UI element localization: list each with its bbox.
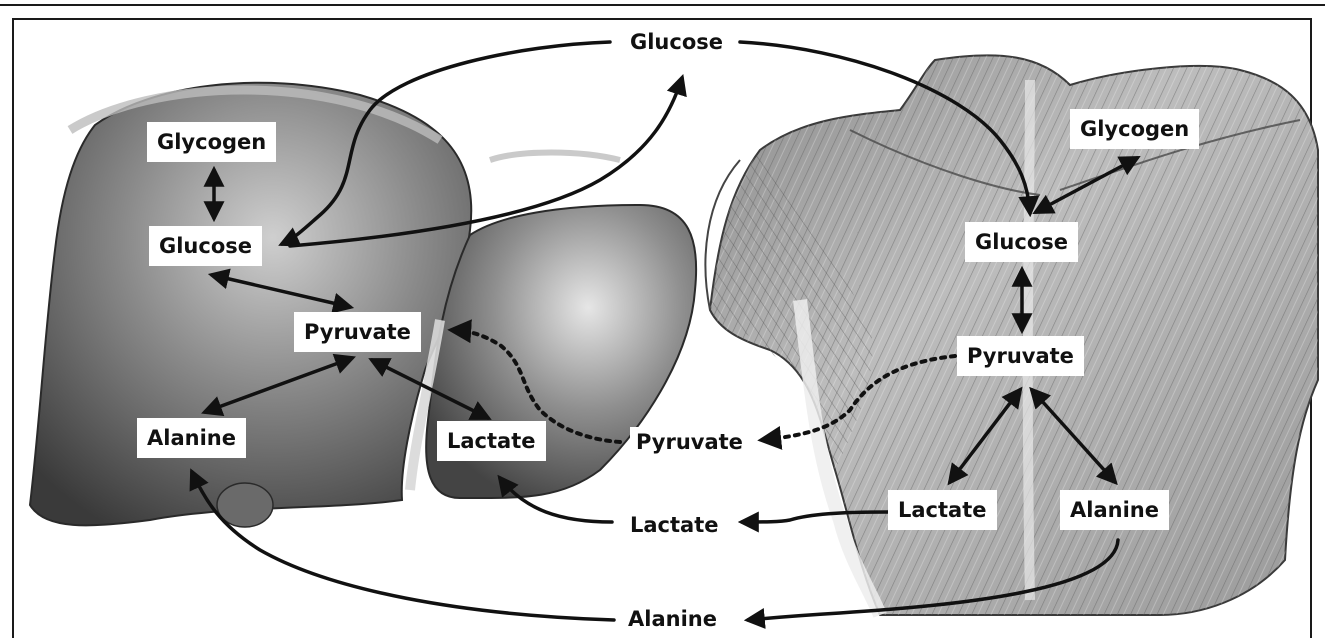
liver-alanine-label: Alanine [137, 418, 246, 458]
liver-glucose-label: Glucose [149, 226, 262, 266]
muscle-glycogen-label: Glycogen [1070, 109, 1199, 149]
blood-pyruvate-label: Pyruvate [630, 427, 749, 457]
muscle-lactate-label: Lactate [888, 490, 997, 530]
muscle-glucose-label: Glucose [965, 222, 1078, 262]
blood-alanine-label: Alanine [622, 604, 723, 634]
liver-lactate-label: Lactate [437, 421, 546, 461]
blood-lactate-label: Lactate [624, 510, 725, 540]
blood-glucose-label: Glucose [624, 27, 729, 57]
muscle-pyruvate-label: Pyruvate [957, 336, 1084, 376]
muscle-alanine-label: Alanine [1060, 490, 1169, 530]
liver-glycogen-label: Glycogen [147, 122, 276, 162]
liver-pyruvate-label: Pyruvate [294, 312, 421, 352]
